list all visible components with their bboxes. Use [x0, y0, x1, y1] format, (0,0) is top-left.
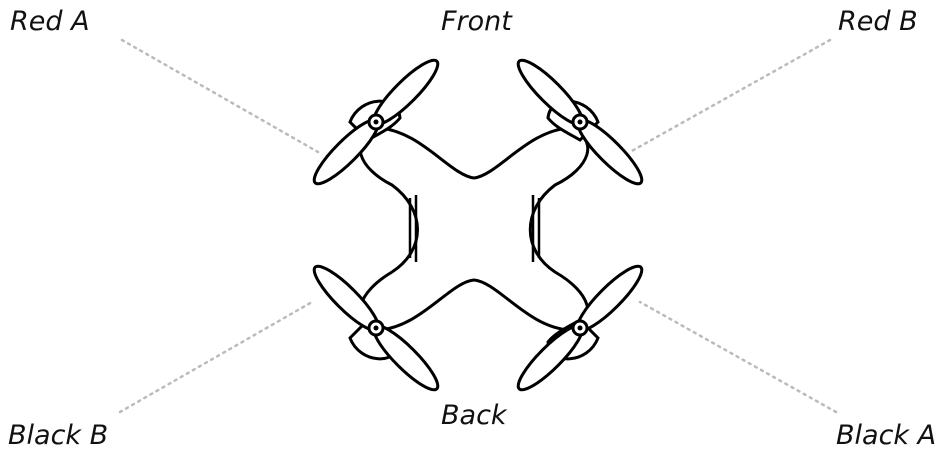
- leader-line-red-b: [628, 38, 832, 154]
- label-black-a: Black A: [836, 420, 937, 451]
- side-rails: [408, 195, 541, 262]
- drone-body: [358, 126, 590, 332]
- propeller-red-b: [516, 58, 644, 186]
- leader-line-red-a: [120, 38, 320, 154]
- label-back: Back: [441, 400, 507, 431]
- leader-line-black-b: [118, 300, 314, 414]
- label-red-a: Red A: [10, 6, 90, 37]
- leader-line-black-a: [638, 300, 838, 414]
- label-black-b: Black B: [8, 420, 109, 451]
- label-front: Front: [441, 6, 512, 37]
- label-red-b: Red B: [838, 6, 918, 37]
- propeller-blades: [312, 58, 644, 392]
- propeller-black-b: [312, 264, 440, 392]
- propeller-hubs: [367, 113, 589, 337]
